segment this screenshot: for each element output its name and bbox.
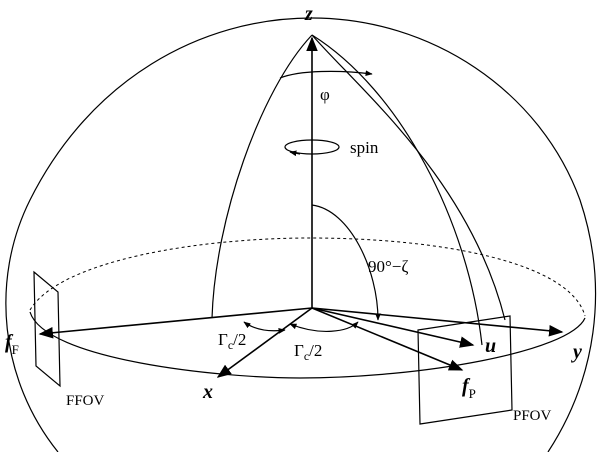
gamma-arc-left [243, 321, 286, 334]
pfov-panel [417, 315, 513, 425]
phi-label: φ [320, 85, 330, 104]
sphere-outline [5, 17, 597, 452]
ffov-panel [33, 270, 61, 388]
u-vector [311, 307, 475, 348]
spin-arrow [289, 150, 301, 157]
u-label: u [485, 335, 496, 357]
spin-ellipse [284, 139, 340, 155]
pfov-label: PFOV [513, 408, 552, 424]
ff-vector [38, 307, 313, 339]
gamma-arc-right [289, 321, 359, 332]
gamma-left-label: Γc/2 [218, 330, 246, 352]
meridian-right [311, 34, 483, 346]
zeta-label: 90°−ζ [368, 257, 408, 276]
gamma-right-label: Γc/2 [294, 341, 322, 363]
meridian-right-outer [311, 34, 506, 321]
equator-front [29, 311, 586, 379]
y-axis [311, 307, 564, 337]
zeta-arc [311, 204, 381, 321]
x-axis [216, 307, 313, 378]
fp-label: fP [462, 375, 476, 401]
meridian-left [211, 34, 313, 319]
x-label: x [202, 381, 213, 403]
fp-vector [311, 307, 464, 371]
z-label: z [304, 3, 313, 25]
phi-arc [279, 70, 373, 79]
spin-label: spin [350, 138, 379, 157]
ffov-label: FFOV [66, 393, 105, 409]
ff-label: fF [5, 331, 19, 357]
equator-back [29, 237, 586, 317]
y-label: y [571, 341, 582, 363]
